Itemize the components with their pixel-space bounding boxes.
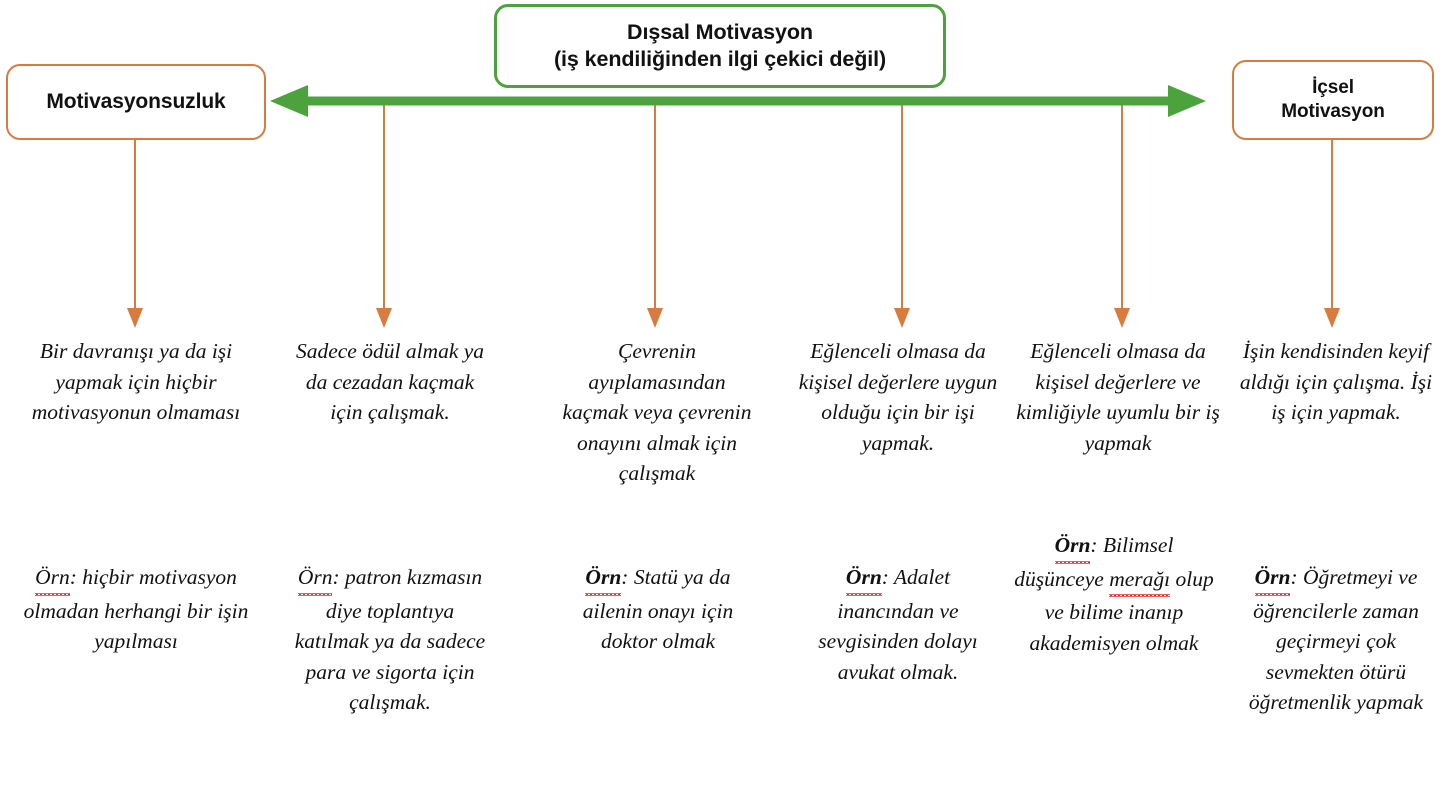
column-6-example-prefix: Örn <box>1254 562 1291 593</box>
column-5: Eğlenceli olmasa da kişisel değerlere ve… <box>1016 336 1220 458</box>
column-6-example: Örn: Öğretmeyi ve öğrencilerle zaman geç… <box>1234 562 1438 718</box>
column-3-example: Örn: Statü ya da ailenin onayı için dokt… <box>560 562 756 657</box>
column-4: Eğlenceli olmasa da kişisel değerlere uy… <box>796 336 1000 458</box>
title-box-dissal-motivasyon: Dışsal Motivasyon (iş kendiliğinden ilgi… <box>494 4 946 88</box>
column-6-description: İşin kendisinden keyif aldığı için çalış… <box>1239 339 1433 425</box>
column-3-example-prefix: Örn <box>585 562 622 593</box>
column-2-example-text: : patron kızmasın diye toplantıya katılm… <box>294 565 486 715</box>
column-6-example-text: : Öğretmeyi ve öğrencilerle zaman geçirm… <box>1248 565 1424 715</box>
title-box-line1: Dışsal Motivasyon <box>627 20 813 45</box>
column-2-example: Örn: patron kızmasın diye toplantıya kat… <box>290 562 490 718</box>
connector-arrow-4-icon <box>894 100 910 328</box>
column-3: Çevrenin ayıplamasından kaçmak veya çevr… <box>562 336 752 489</box>
column-3-example-text: : Statü ya da ailenin onayı için doktor … <box>582 565 734 654</box>
column-4-example-prefix: Örn <box>845 562 882 593</box>
column-5-example-text: : Bilimsel düşünceye <box>1014 533 1174 591</box>
column-4-example-text: : Adalet inancından ve sevgisinden dolay… <box>818 565 978 684</box>
connector-arrow-2-icon <box>376 100 392 328</box>
right-pole-box-icsel-motivasyon: İçsel Motivasyon <box>1232 60 1434 140</box>
column-1-example-prefix: Örn <box>35 562 70 593</box>
column-5-example-prefix: Örn <box>1054 530 1091 561</box>
left-pole-box-motivasyonsuzluk: Motivasyonsuzluk <box>6 64 266 140</box>
connector-arrow-6-icon <box>1324 140 1340 328</box>
column-5-example-text-2: olup ve bilime inanıp akademisyen olmak <box>1029 566 1214 655</box>
column-2-description: Sadece ödül almak ya da cezadan kaçmak i… <box>295 339 485 425</box>
column-6: İşin kendisinden keyif aldığı için çalış… <box>1234 336 1438 428</box>
right-pole-label-line2: Motivasyon <box>1281 101 1385 122</box>
column-3-description: Çevrenin ayıplamasından kaçmak veya çevr… <box>562 339 752 486</box>
continuum-double-arrow-icon <box>270 85 1206 117</box>
column-2: Sadece ödül almak ya da cezadan kaçmak i… <box>292 336 488 428</box>
column-4-description: Eğlenceli olmasa da kişisel değerlere uy… <box>798 339 998 455</box>
connector-arrow-3-icon <box>647 100 663 328</box>
column-1: Bir davranışı ya da işi yapmak için hiçb… <box>20 336 252 428</box>
column-5-description: Eğlenceli olmasa da kişisel değerlere ve… <box>1016 339 1220 455</box>
column-5-example-misspelled-word: merağı <box>1109 563 1171 598</box>
column-1-example-text: : hiçbir motivasyon olmadan herhangi bir… <box>23 565 249 654</box>
right-pole-label-line1: İçsel <box>1312 77 1354 99</box>
column-5-example: Örn: Bilimsel düşünceye merağı olup ve b… <box>1012 530 1216 658</box>
connector-arrow-5-icon <box>1114 100 1130 328</box>
column-4-example: Örn: Adalet inancından ve sevgisinden do… <box>800 562 996 687</box>
column-1-example: Örn: hiçbir motivasyon olmadan herhangi … <box>12 562 260 657</box>
column-1-description: Bir davranışı ya da işi yapmak için hiçb… <box>31 339 241 425</box>
left-pole-label: Motivasyonsuzluk <box>46 89 226 113</box>
title-box-line2: (iş kendiliğinden ilgi çekici değil) <box>553 47 887 71</box>
column-2-example-prefix: Örn <box>297 562 333 593</box>
